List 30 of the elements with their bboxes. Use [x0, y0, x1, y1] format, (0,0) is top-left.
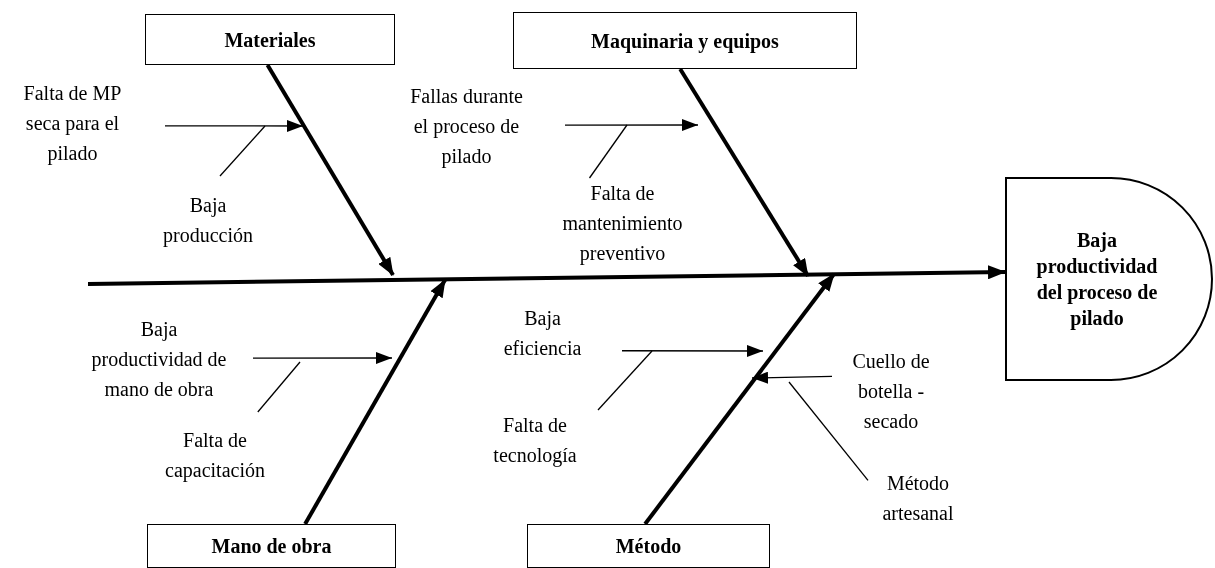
cause-label: Baja productividad de mano de obra — [83, 314, 253, 406]
category-box: Materiales — [145, 14, 395, 65]
leader-line — [257, 361, 301, 413]
arrow — [303, 279, 447, 525]
category-box: Mano de obra — [147, 524, 396, 568]
cause-label: Baja eficiencia — [490, 303, 622, 365]
leader-line — [219, 125, 266, 177]
arrow — [87, 265, 1006, 286]
cause-label: Cuello de botella - secado — [832, 346, 950, 438]
effect-shape: Baja productividad del proceso de pilado — [1005, 177, 1213, 381]
leader-line — [597, 350, 653, 411]
arrow — [252, 352, 393, 364]
cause-label: Falta de MP seca para el pilado — [10, 78, 165, 170]
arrow — [751, 371, 833, 384]
arrow — [621, 344, 764, 357]
cause-label: Falta de mantenimiento preventivo — [540, 178, 705, 270]
cause-label: Falta de capacitación — [150, 412, 290, 488]
leader-line — [588, 124, 628, 179]
cause-label: Método artesanal — [868, 468, 968, 530]
arrow — [564, 119, 699, 131]
cause-label: Falta de tecnología — [478, 410, 598, 472]
cause-label: Fallas durante el proceso de pilado — [405, 81, 565, 173]
arrow — [678, 67, 810, 278]
cause-label: Baja producción — [148, 176, 268, 252]
category-box: Método — [527, 524, 770, 568]
arrow — [643, 272, 836, 526]
category-box: Maquinaria y equipos — [513, 12, 857, 69]
arrow — [164, 120, 304, 132]
leader-line — [788, 381, 869, 482]
arrow — [265, 63, 395, 277]
